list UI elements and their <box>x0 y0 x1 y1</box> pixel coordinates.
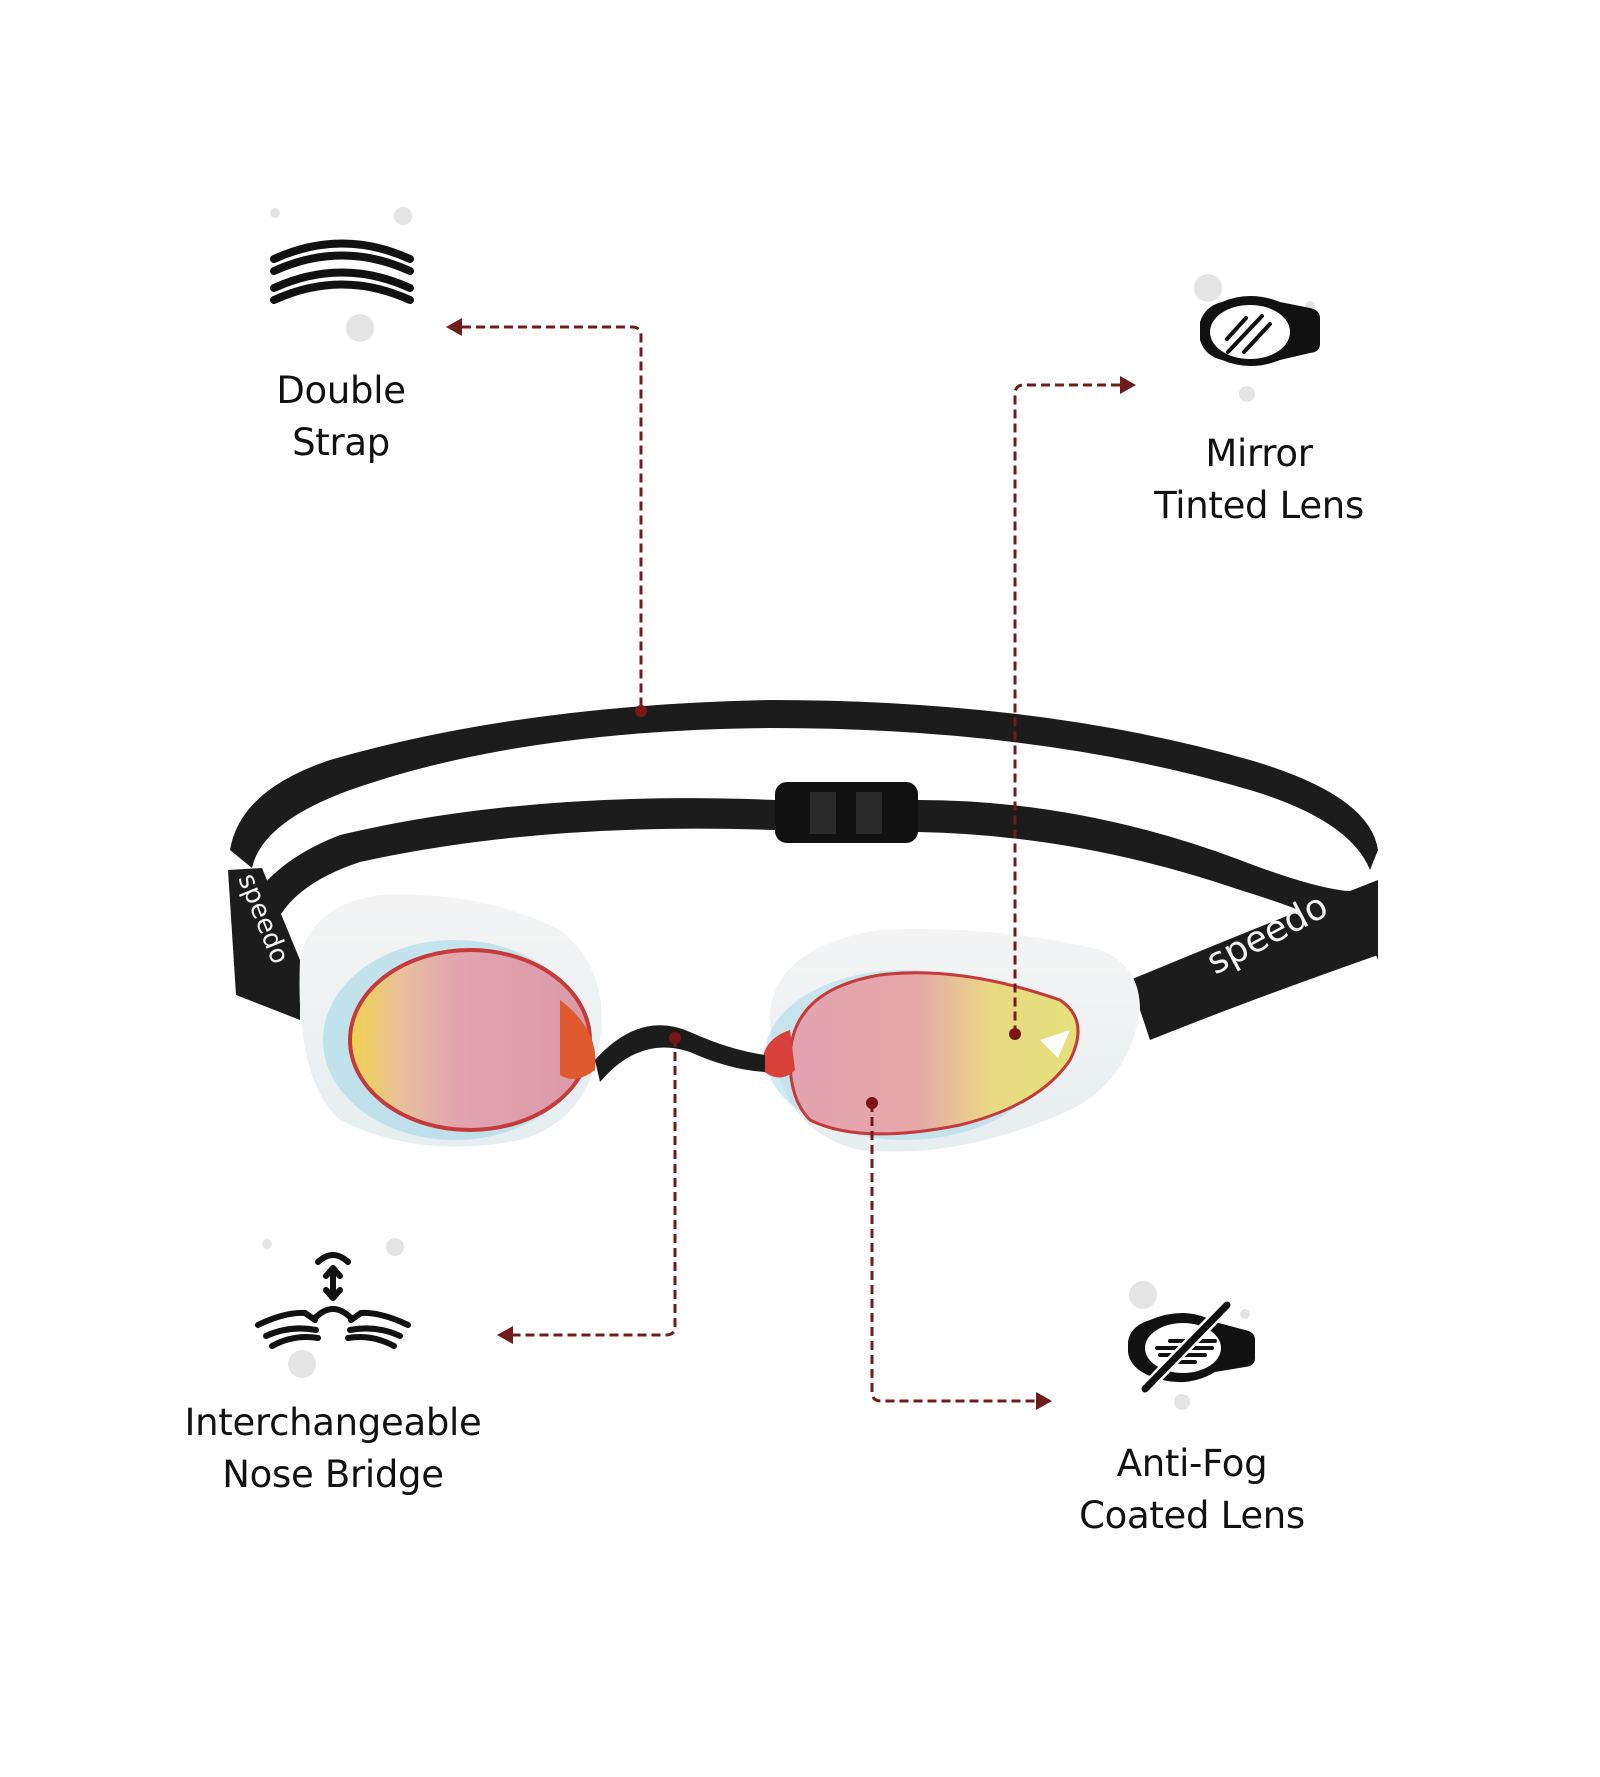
connector-dots <box>635 705 1021 1109</box>
feature-label-line2: Nose Bridge <box>222 1453 444 1496</box>
anti-fog-lens-icon <box>1128 1299 1255 1395</box>
connector-arrows <box>446 318 1136 1410</box>
upper-strap <box>230 700 1378 870</box>
double-strap-icon <box>270 239 414 304</box>
feature-label-line1: Double <box>276 369 406 412</box>
lower-strap <box>236 798 775 950</box>
feature-label-mirror-lens: Mirror Tinted Lens <box>1154 428 1364 532</box>
decorative-bubbles <box>262 207 1315 1410</box>
connector-double-strap <box>462 325 643 711</box>
connector-nose-bridge <box>512 1038 677 1337</box>
feature-label-line1: Anti-Fog <box>1116 1442 1268 1485</box>
feature-label-line1: Mirror <box>1205 432 1313 475</box>
feature-label-double-strap: Double Strap <box>276 365 406 469</box>
nose-bridge <box>595 1025 765 1082</box>
connector-anti-fog <box>870 1103 1036 1403</box>
strap-buckle <box>775 782 918 843</box>
feature-label-anti-fog: Anti-Fog Coated Lens <box>1079 1438 1305 1542</box>
feature-label-line2: Strap <box>292 421 390 464</box>
goggles-product-image: speedo speedo <box>228 700 1378 1152</box>
mirror-lens-icon <box>1200 296 1320 366</box>
feature-label-line2: Tinted Lens <box>1154 484 1364 527</box>
feature-label-nose-bridge: Interchangeable Nose Bridge <box>185 1397 482 1501</box>
connector-mirror-lens <box>1013 383 1120 1034</box>
feature-label-line1: Interchangeable <box>184 1401 482 1444</box>
right-lens <box>788 971 1080 1136</box>
feature-label-line2: Coated Lens <box>1079 1494 1305 1537</box>
connectors <box>462 325 1120 1403</box>
nose-bridge-icon <box>255 1252 411 1349</box>
left-lens <box>348 948 592 1132</box>
